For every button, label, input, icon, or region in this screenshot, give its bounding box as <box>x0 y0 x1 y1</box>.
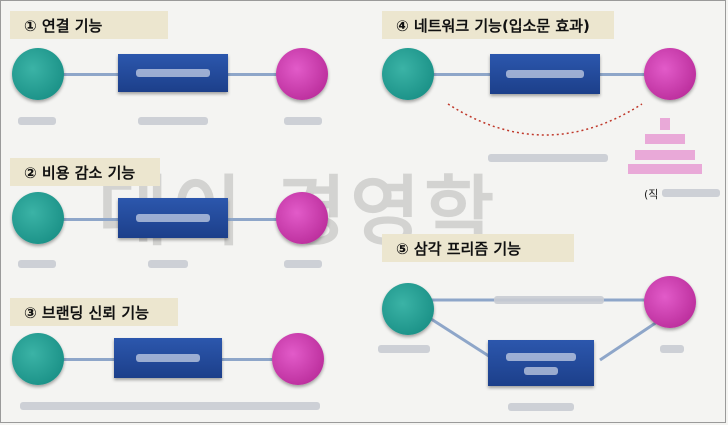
blue-box <box>488 340 594 386</box>
blurred-label <box>508 403 574 411</box>
blurred-label <box>284 260 322 268</box>
connector-line <box>600 73 656 76</box>
blue-box <box>118 54 228 92</box>
section-2-header: ② 비용 감소 기능 <box>10 158 160 186</box>
connector-line <box>228 218 288 221</box>
section-1-header: ① 연결 기능 <box>10 11 168 39</box>
blurred-label <box>378 345 430 353</box>
teal-node <box>12 192 64 244</box>
network-tree <box>635 150 695 160</box>
connector-line <box>60 218 120 221</box>
blurred-label <box>138 117 208 125</box>
network-tree <box>628 164 702 174</box>
network-tree <box>645 134 685 144</box>
magenta-node <box>276 192 328 244</box>
network-arc <box>447 103 643 136</box>
connector-line <box>430 73 492 76</box>
blurred-label <box>660 345 684 353</box>
connector-line <box>60 358 120 361</box>
magenta-node <box>276 48 328 100</box>
blue-box <box>490 54 600 94</box>
section-4-header: ④ 네트워크 기능(입소문 효과) <box>382 11 614 39</box>
blurred-label <box>494 296 604 304</box>
blurred-label <box>488 154 608 162</box>
partial-label: (직 <box>644 188 659 201</box>
teal-node <box>382 283 434 335</box>
magenta-node <box>272 333 324 385</box>
connector-line <box>60 73 120 76</box>
magenta-node <box>644 276 696 328</box>
magenta-node <box>644 48 696 100</box>
blurred-label <box>148 260 188 268</box>
teal-node <box>12 48 64 100</box>
section-5-header: ⑤ 삼각 프리즘 기능 <box>382 234 574 262</box>
teal-node <box>382 48 434 100</box>
blue-box <box>114 338 222 378</box>
teal-node <box>12 333 64 385</box>
blurred-label <box>284 117 322 125</box>
section-3-header: ③ 브랜딩 신뢰 기능 <box>10 298 178 326</box>
connector-line <box>222 358 282 361</box>
blurred-label <box>18 117 56 125</box>
blurred-label <box>20 402 320 410</box>
blurred-label <box>662 189 720 197</box>
network-tree <box>660 118 670 130</box>
blurred-label <box>18 260 56 268</box>
connector-line <box>228 73 288 76</box>
blue-box <box>118 198 228 238</box>
